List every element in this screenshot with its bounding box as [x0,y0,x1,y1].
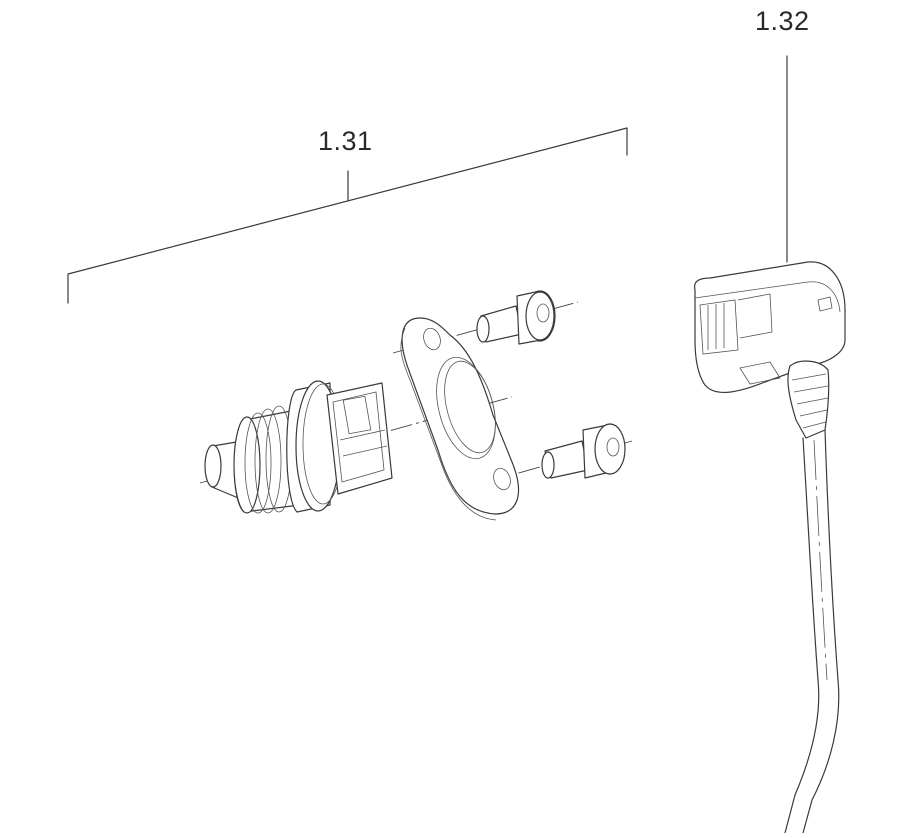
receptacle-connector [204,380,393,514]
cable [784,429,840,834]
callout-bracket-1-31 [67,127,628,304]
screw-upper [476,290,556,345]
callout-label-1-32: 1.32 [755,6,810,36]
cable-plug [693,261,846,439]
callout-label-1-31: 1.31 [318,126,373,156]
screw-lower [541,423,626,479]
flange-plate [400,317,520,521]
